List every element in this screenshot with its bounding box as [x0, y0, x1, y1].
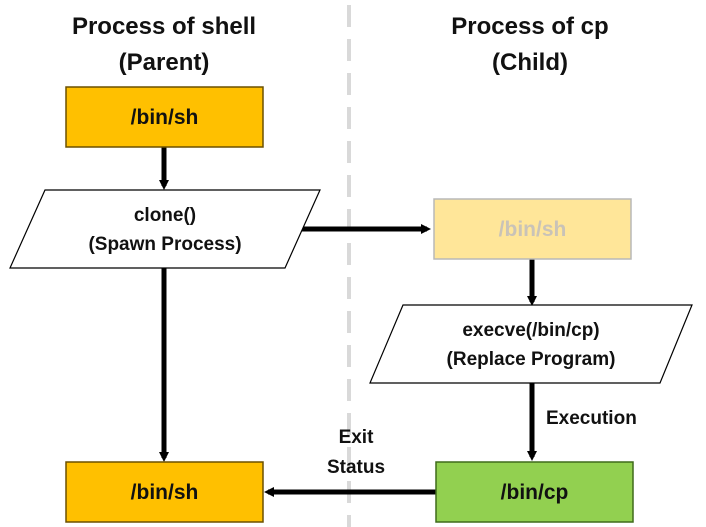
- child-start-label: /bin/sh: [499, 218, 567, 241]
- exit-label: Exit: [339, 427, 375, 448]
- parent-start-box: [65, 86, 264, 148]
- child-header-subtitle: (Child): [492, 49, 568, 76]
- execve-parallelogram: [369, 304, 693, 384]
- child-start-box: [433, 198, 632, 260]
- parent-end-label: /bin/sh: [131, 481, 199, 504]
- clone-label: clone(): [134, 205, 196, 226]
- execution-label: Execution: [546, 408, 637, 429]
- clone-sublabel: (Spawn Process): [88, 234, 241, 255]
- status-label: Status: [327, 457, 385, 478]
- parent-header-title: Process of shell: [72, 13, 256, 40]
- execve-label: execve(/bin/cp): [462, 320, 599, 341]
- child-header-title: Process of cp: [451, 13, 608, 40]
- parent-header-subtitle: (Parent): [119, 49, 210, 76]
- child-end-box: [435, 461, 634, 523]
- clone-parallelogram: [9, 189, 321, 269]
- parent-start-label: /bin/sh: [131, 106, 199, 129]
- child-end-label: /bin/cp: [501, 481, 569, 504]
- execve-sublabel: (Replace Program): [447, 349, 616, 370]
- parent-end-box: [65, 461, 264, 523]
